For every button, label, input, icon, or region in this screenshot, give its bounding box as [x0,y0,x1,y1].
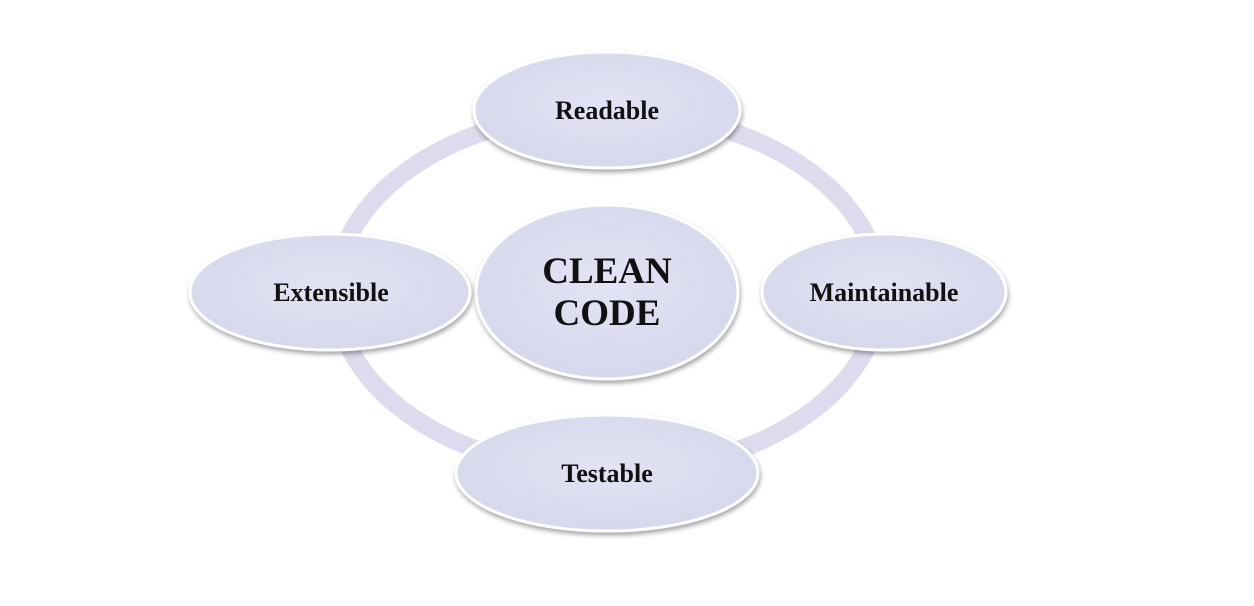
node-readable: Readable [472,50,742,170]
node-maintainable: Maintainable [760,232,1008,352]
extensible-ellipse [188,232,472,352]
center-title-line2: CODE [554,293,661,334]
maintainable-ellipse [760,232,1008,352]
readable-label: Readable [555,96,659,125]
node-testable: Testable [454,413,760,533]
readable-ellipse [472,50,742,170]
extensible-label: Extensible [273,278,389,307]
center-node: CLEAN CODE [474,203,740,381]
maintainable-label: Maintainable [810,278,959,307]
center-title-line1: CLEAN [542,251,672,292]
testable-label: Testable [561,459,653,488]
center-ellipse [474,203,740,381]
testable-ellipse [454,413,760,533]
node-extensible: Extensible [188,232,472,352]
